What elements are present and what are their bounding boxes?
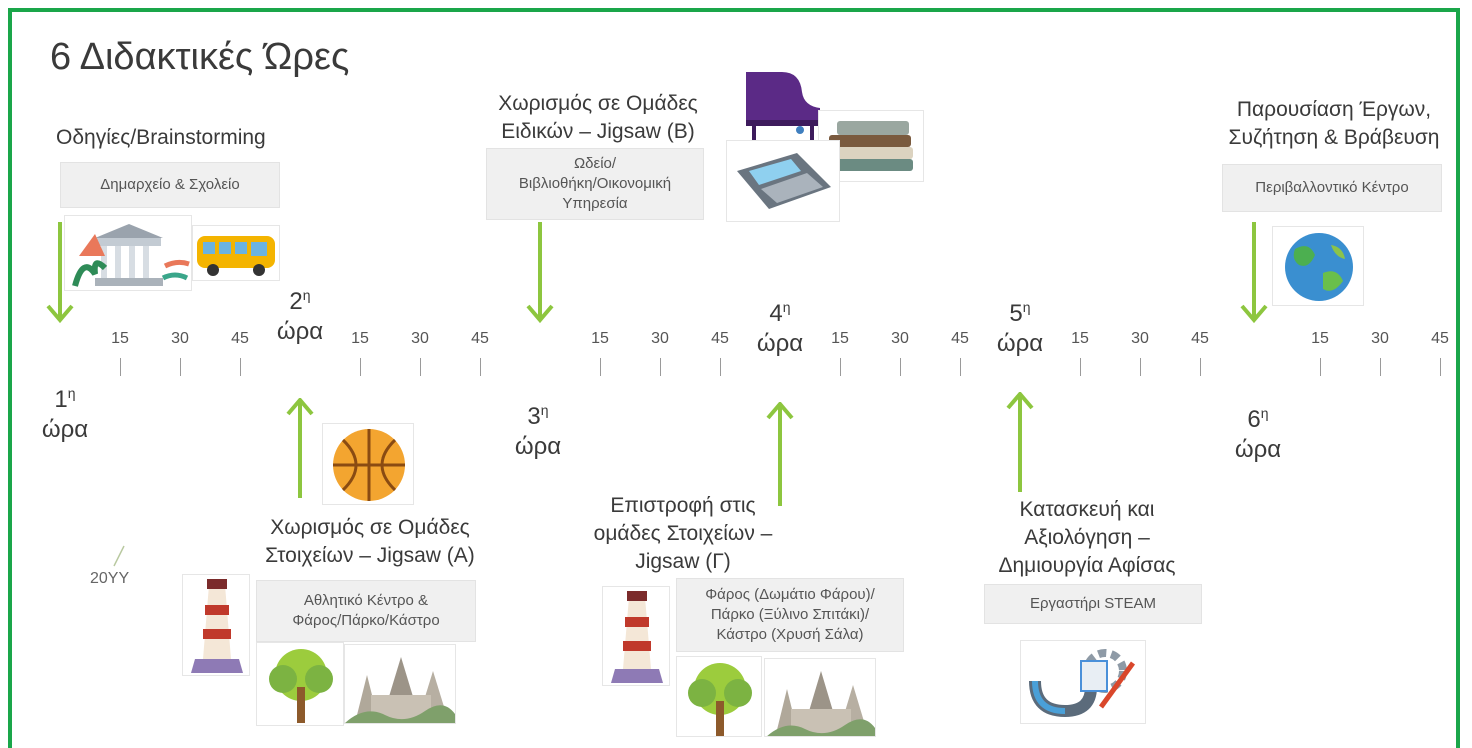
minute-tick-mark [180,358,181,376]
minute-tick-label: 45 [231,330,249,347]
minute-tick-mark [1380,358,1381,376]
activity-5-location: Εργαστήρι STEAM [984,584,1202,624]
lighthouse-icon [602,586,670,686]
town-hall-icon [64,215,192,291]
minute-tick-mark [1080,358,1081,376]
basketball-icon [322,423,414,505]
minute-tick-label: 45 [711,330,729,347]
minute-tick-mark [1200,358,1201,376]
arrow-up-icon [1006,392,1034,492]
arrow-down-icon [46,222,74,324]
globe-icon [1272,226,1364,306]
tree-icon [256,642,344,726]
arrow-down-icon [1240,222,1268,324]
page-title: 6 Διδακτικές Ώρες [50,36,350,78]
arrow-down-icon [526,222,554,324]
steam-tools-icon [1020,640,1146,724]
tree-icon [676,656,762,737]
minute-tick-label: 15 [111,330,129,347]
minute-tick-label: 15 [831,330,849,347]
minute-tick-mark [420,358,421,376]
minute-tick-mark [720,358,721,376]
lighthouse-icon [182,574,250,676]
minute-tick-label: 15 [1311,330,1329,347]
school-bus-icon [192,225,280,281]
activity-6-location: Περιβαλλοντικό Κέντρο [1222,164,1442,212]
minute-tick-label: 45 [1431,330,1449,347]
castle-icon [344,644,456,724]
minute-tick-mark [120,358,121,376]
activity-2-location: Αθλητικό Κέντρο &Φάρος/Πάρκο/Κάστρο [256,580,476,642]
minute-tick-mark [900,358,901,376]
minute-tick-mark [1140,358,1141,376]
minute-tick-label: 30 [171,330,189,347]
arrow-up-icon [286,398,314,498]
minute-tick-mark [240,358,241,376]
arrow-up-icon [766,402,794,506]
minute-tick-label: 30 [651,330,669,347]
slash-decoration [113,545,125,567]
minute-tick-label: 45 [471,330,489,347]
activity-1-heading: Οδηγίες/Brainstorming [56,126,266,149]
minute-tick-mark [600,358,601,376]
minute-tick-mark [660,358,661,376]
minute-tick-label: 45 [1191,330,1209,347]
minute-tick-label: 15 [591,330,609,347]
minute-tick-mark [360,358,361,376]
minute-tick-mark [480,358,481,376]
minute-tick-mark [1320,358,1321,376]
minute-tick-label: 30 [1131,330,1149,347]
calculator-icon [726,140,840,222]
minute-tick-label: 30 [891,330,909,347]
piano-icon [740,62,826,142]
activity-4-location: Φάρος (Δωμάτιο Φάρου)/Πάρκο (Ξύλινο Σπιτ… [676,578,904,652]
minute-tick-mark [1440,358,1441,376]
minute-tick-mark [840,358,841,376]
minute-tick-label: 30 [411,330,429,347]
activity-6-heading: Παρουσίαση Έργων,Συζήτηση & Βράβευση [1228,98,1440,149]
activity-1-location: Δημαρχείο & Σχολείο [60,162,280,208]
minute-tick-label: 15 [1071,330,1089,347]
castle-icon [764,658,876,737]
minute-tick-label: 15 [351,330,369,347]
minute-tick-label: 45 [951,330,969,347]
page-frame [8,8,1460,748]
minute-tick-mark [960,358,961,376]
minute-tick-label: 30 [1371,330,1389,347]
footer-date: 20YY [90,570,130,587]
